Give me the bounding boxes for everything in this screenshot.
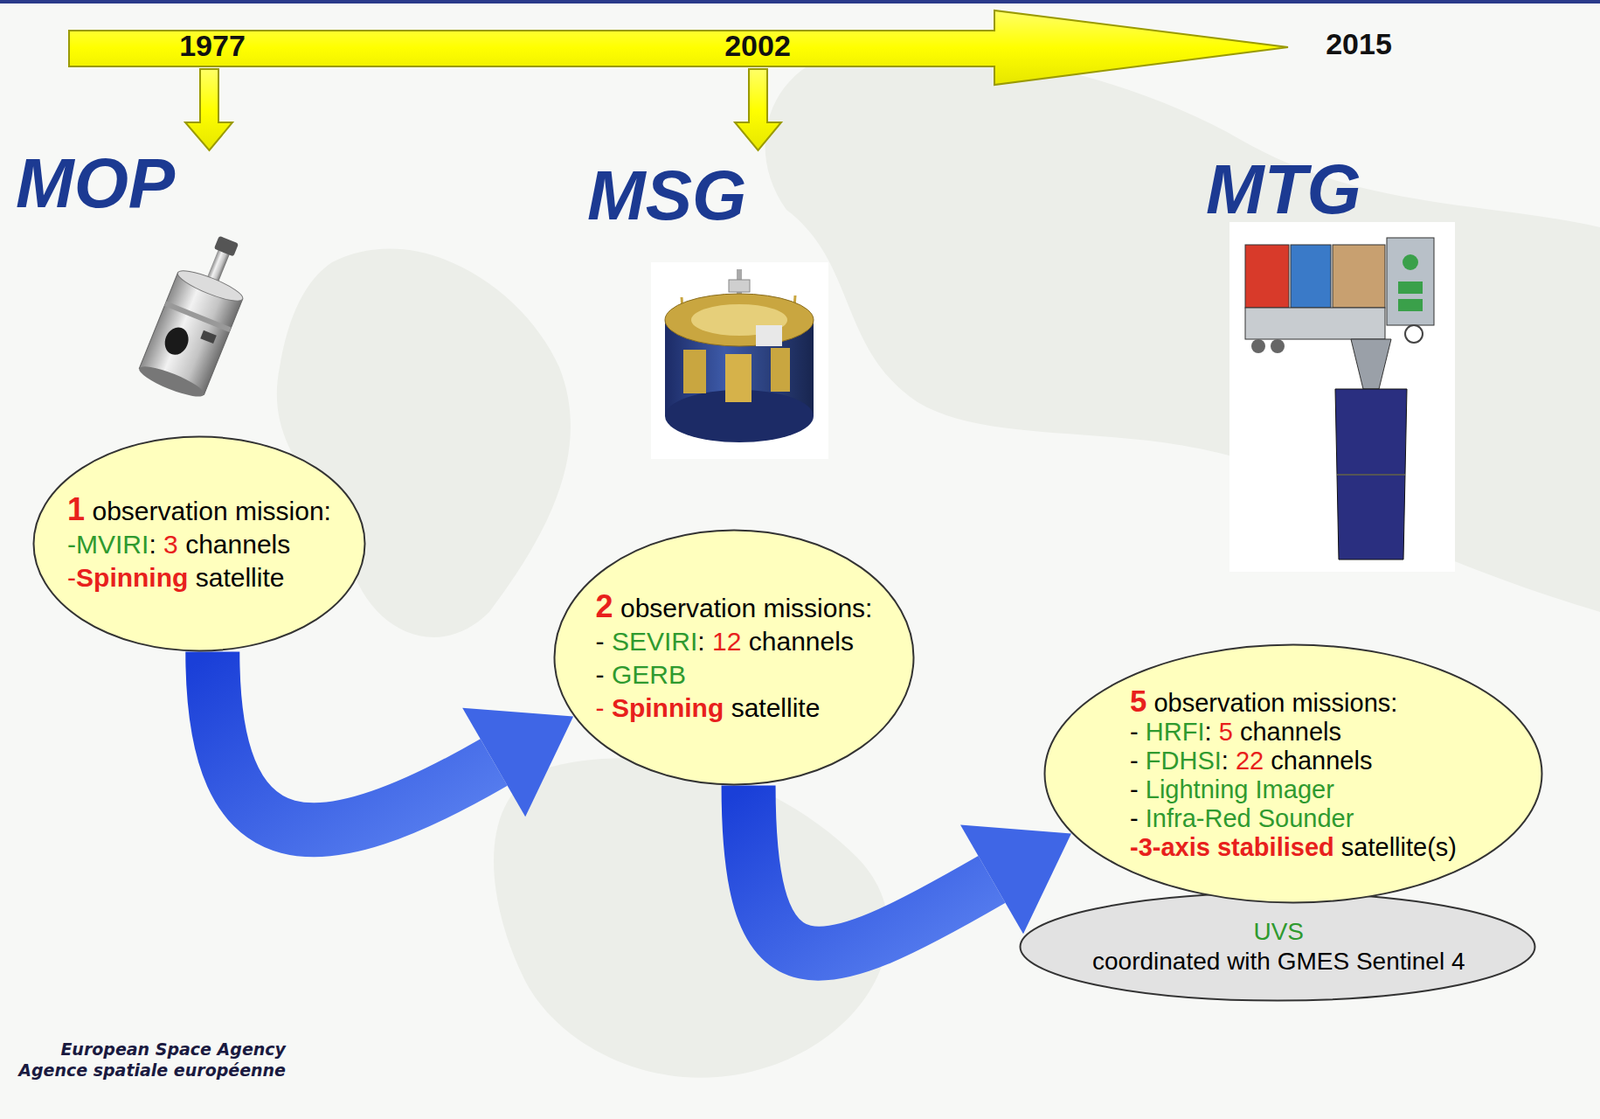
mtg-satellite <box>1229 221 1455 572</box>
text-line: -3-axis stabilisedsatellite(s) <box>1129 832 1459 862</box>
text-line: -MVIRI:3channels <box>67 527 333 562</box>
mission-text: UVS <box>1253 916 1304 947</box>
year-label: 2015 <box>1325 27 1393 61</box>
programme-title: MTG <box>1205 151 1362 229</box>
mission-text: HRFI <box>1145 717 1206 747</box>
mission-ellipse: 5observation missions:-HRFI:5channels-FD… <box>1043 643 1544 904</box>
mission-text: - <box>1129 803 1139 833</box>
mission-text: - <box>595 691 605 725</box>
programme-title: MSG <box>587 157 747 235</box>
mission-text: FDHSI <box>1145 746 1222 776</box>
mission-text: channels <box>748 624 854 659</box>
mission-text: 5 <box>1129 685 1147 715</box>
text-line: coordinated with GMES Sentinel 4 <box>1091 946 1467 977</box>
mission-text: : <box>1221 746 1229 776</box>
mission-text: observation mission: <box>91 494 331 528</box>
mission-text: satellite <box>731 691 821 725</box>
mission-text: 22 <box>1235 746 1264 776</box>
mission-text: 12 <box>712 624 742 659</box>
map-background <box>277 48 1600 1078</box>
mission-text: 5 <box>1219 717 1233 747</box>
text-line: -Lightning Imager <box>1129 775 1459 804</box>
mission-text: GERB <box>611 658 686 692</box>
text-line: 5observation missions: <box>1129 685 1459 718</box>
mission-text: - <box>595 624 605 659</box>
mission-text: observation missions: <box>620 591 873 625</box>
mission-text: : <box>1204 717 1212 747</box>
year-label: 2002 <box>724 29 791 63</box>
mission-text: channels <box>1239 717 1342 747</box>
ellipse-text: 2observation missions:-SEVIRI:12channels… <box>595 589 875 725</box>
mission-text: - <box>1129 775 1139 804</box>
mission-text: 3 <box>163 527 179 562</box>
text-line: -Infra-Red Sounder <box>1129 803 1459 833</box>
ellipse-text: 1observation mission:-MVIRI:3channels-Sp… <box>67 492 333 595</box>
mission-text: - <box>1129 717 1139 747</box>
agency-name: Agence spatiale européenne <box>18 1060 286 1080</box>
mission-text: - <box>1129 832 1139 862</box>
text-line: UVS <box>1091 916 1467 947</box>
ellipse-text: UVScoordinated with GMES Sentinel 4 <box>1091 916 1467 977</box>
down-arrow <box>185 69 233 151</box>
mission-text: - <box>595 658 605 692</box>
mission-text: Lightning Imager <box>1145 775 1335 804</box>
mission-text: coordinated with GMES Sentinel 4 <box>1092 946 1465 977</box>
mission-text: observation missions: <box>1153 688 1398 718</box>
mission-text: - <box>1129 746 1139 776</box>
text-line: -Spinningsatellite <box>595 691 875 725</box>
text-line: -FDHSI:22channels <box>1129 746 1459 776</box>
mop-satellite <box>136 226 262 402</box>
text-line: -GERB <box>595 658 875 692</box>
mission-text: Spinning <box>76 561 188 595</box>
mission-text: channels <box>1270 746 1372 776</box>
text-line: 1observation mission: <box>67 492 333 528</box>
arrow-band <box>748 785 992 954</box>
mission-text: -MVIRI <box>67 527 149 562</box>
text-line: 2observation missions: <box>595 589 875 625</box>
flow-arrow <box>212 651 574 831</box>
mission-text: 2 <box>595 589 614 624</box>
timeline-arrow <box>69 10 1289 85</box>
text-line: -HRFI:5channels <box>1129 717 1459 747</box>
mission-text: satellite <box>195 561 285 595</box>
mission-text: Infra-Red Sounder <box>1145 803 1355 833</box>
msg-satellite <box>651 262 829 459</box>
arrow-head <box>960 824 1072 935</box>
mission-text: 3-axis stabilised <box>1138 832 1335 862</box>
arrow-band <box>212 651 494 831</box>
down-arrow <box>734 69 782 151</box>
agency-name: European Space Agency <box>60 1039 286 1059</box>
mission-ellipse: 1observation mission:-MVIRI:3channels-Sp… <box>32 435 367 652</box>
mission-text: Spinning <box>611 691 724 725</box>
text-line: -SEVIRI:12channels <box>595 624 875 659</box>
ellipse-text: 5observation missions:-HRFI:5channels-FD… <box>1129 685 1459 862</box>
mission-text: 1 <box>67 492 85 527</box>
programme-title: MOP <box>15 145 175 222</box>
text-line: -Spinningsatellite <box>67 561 333 595</box>
arrow-head <box>462 707 574 818</box>
mission-text: - <box>67 561 77 595</box>
ellipse-outline <box>553 528 915 786</box>
year-label: 1977 <box>179 29 246 63</box>
mission-text: : <box>697 624 705 659</box>
mission-ellipse: UVScoordinated with GMES Sentinel 4 <box>1018 891 1537 1002</box>
ellipse-outline <box>1018 891 1537 1002</box>
flow-arrow <box>748 785 1072 954</box>
mission-text: satellite(s) <box>1341 832 1457 862</box>
mission-ellipse: 2observation missions:-SEVIRI:12channels… <box>553 528 915 786</box>
mission-text: channels <box>185 527 291 562</box>
mission-text: SEVIRI <box>611 624 698 659</box>
mission-text: : <box>148 527 156 562</box>
top-rule <box>0 0 1600 4</box>
